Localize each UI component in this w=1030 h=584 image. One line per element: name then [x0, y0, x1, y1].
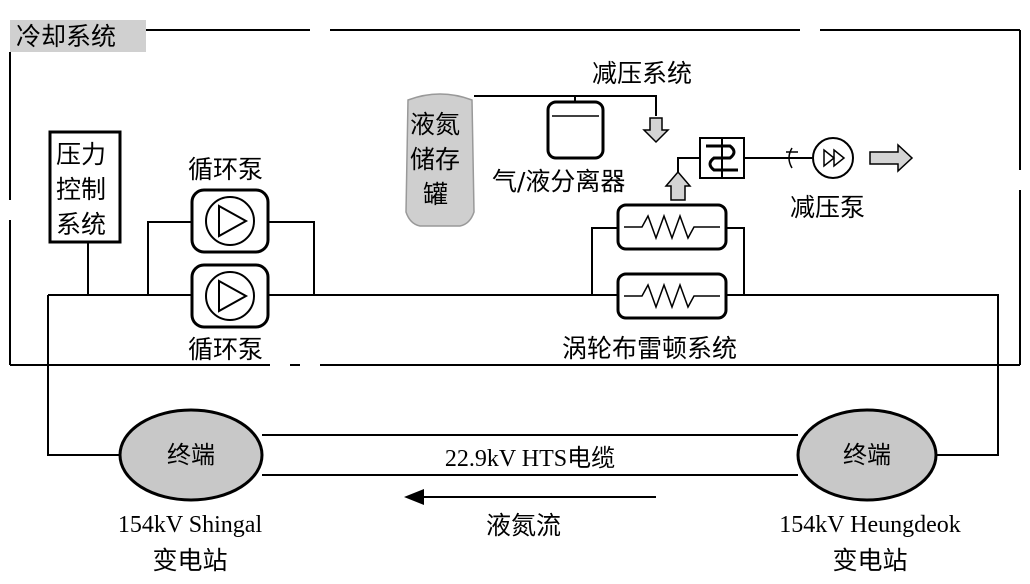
flow-label: 液氮流: [486, 511, 561, 540]
flow-arrow: [404, 489, 656, 505]
cable-label: 22.9kV HTS电缆: [445, 445, 615, 472]
ln2-storage-tank: 液氮 储存 罐: [405, 93, 475, 227]
main-loop-lines: [47, 294, 999, 476]
terminal-left: 终端: [118, 408, 264, 502]
substation-left-name: 154kV Shingal: [118, 512, 263, 538]
cooling-system-boundary: [9, 20, 1021, 366]
gas-liquid-separator: 气/液分离器: [492, 96, 625, 196]
cooling-system-title: 冷却系统: [16, 22, 116, 51]
down-arrow: [642, 117, 670, 144]
substation-left-type: 变电站: [152, 546, 227, 575]
terminal-left-label: 终端: [167, 441, 215, 469]
pump-top-label: 循环泵: [188, 155, 263, 184]
tank-line-1: 液氮: [410, 110, 460, 139]
pressure-control-line-2: 控制: [56, 175, 106, 204]
pressure-control-system: 压力 控制 系统: [48, 130, 122, 295]
separator-label: 气/液分离器: [492, 167, 625, 196]
depressurization-manifold: [474, 95, 657, 116]
tank-line-2: 储存: [410, 145, 460, 174]
substation-right-type: 变电站: [832, 546, 907, 575]
exhaust-arrow: [869, 143, 914, 173]
turbo-brayton-system: 涡轮布雷顿系统: [562, 203, 745, 363]
tank-line-3: 罐: [423, 180, 448, 209]
up-arrow: [664, 170, 692, 201]
vacuum-pump: 减压泵: [790, 137, 914, 222]
pressure-control-line-3: 系统: [56, 210, 106, 239]
depressurization-system-label: 减压系统: [592, 59, 692, 88]
pressure-control-line-1: 压力: [56, 140, 106, 169]
turbo-brayton-label: 涡轮布雷顿系统: [562, 334, 737, 363]
terminal-right-label: 终端: [843, 441, 891, 469]
heater-and-vacuum-line: [677, 137, 812, 179]
terminal-right: 终端: [796, 408, 938, 502]
substation-right-name: 154kV Heungdeok: [779, 512, 961, 538]
pump-bottom-label: 循环泵: [188, 335, 263, 364]
circulation-pumps: 循环泵 循环泵: [147, 155, 315, 364]
vacuum-pump-label: 减压泵: [790, 193, 865, 222]
